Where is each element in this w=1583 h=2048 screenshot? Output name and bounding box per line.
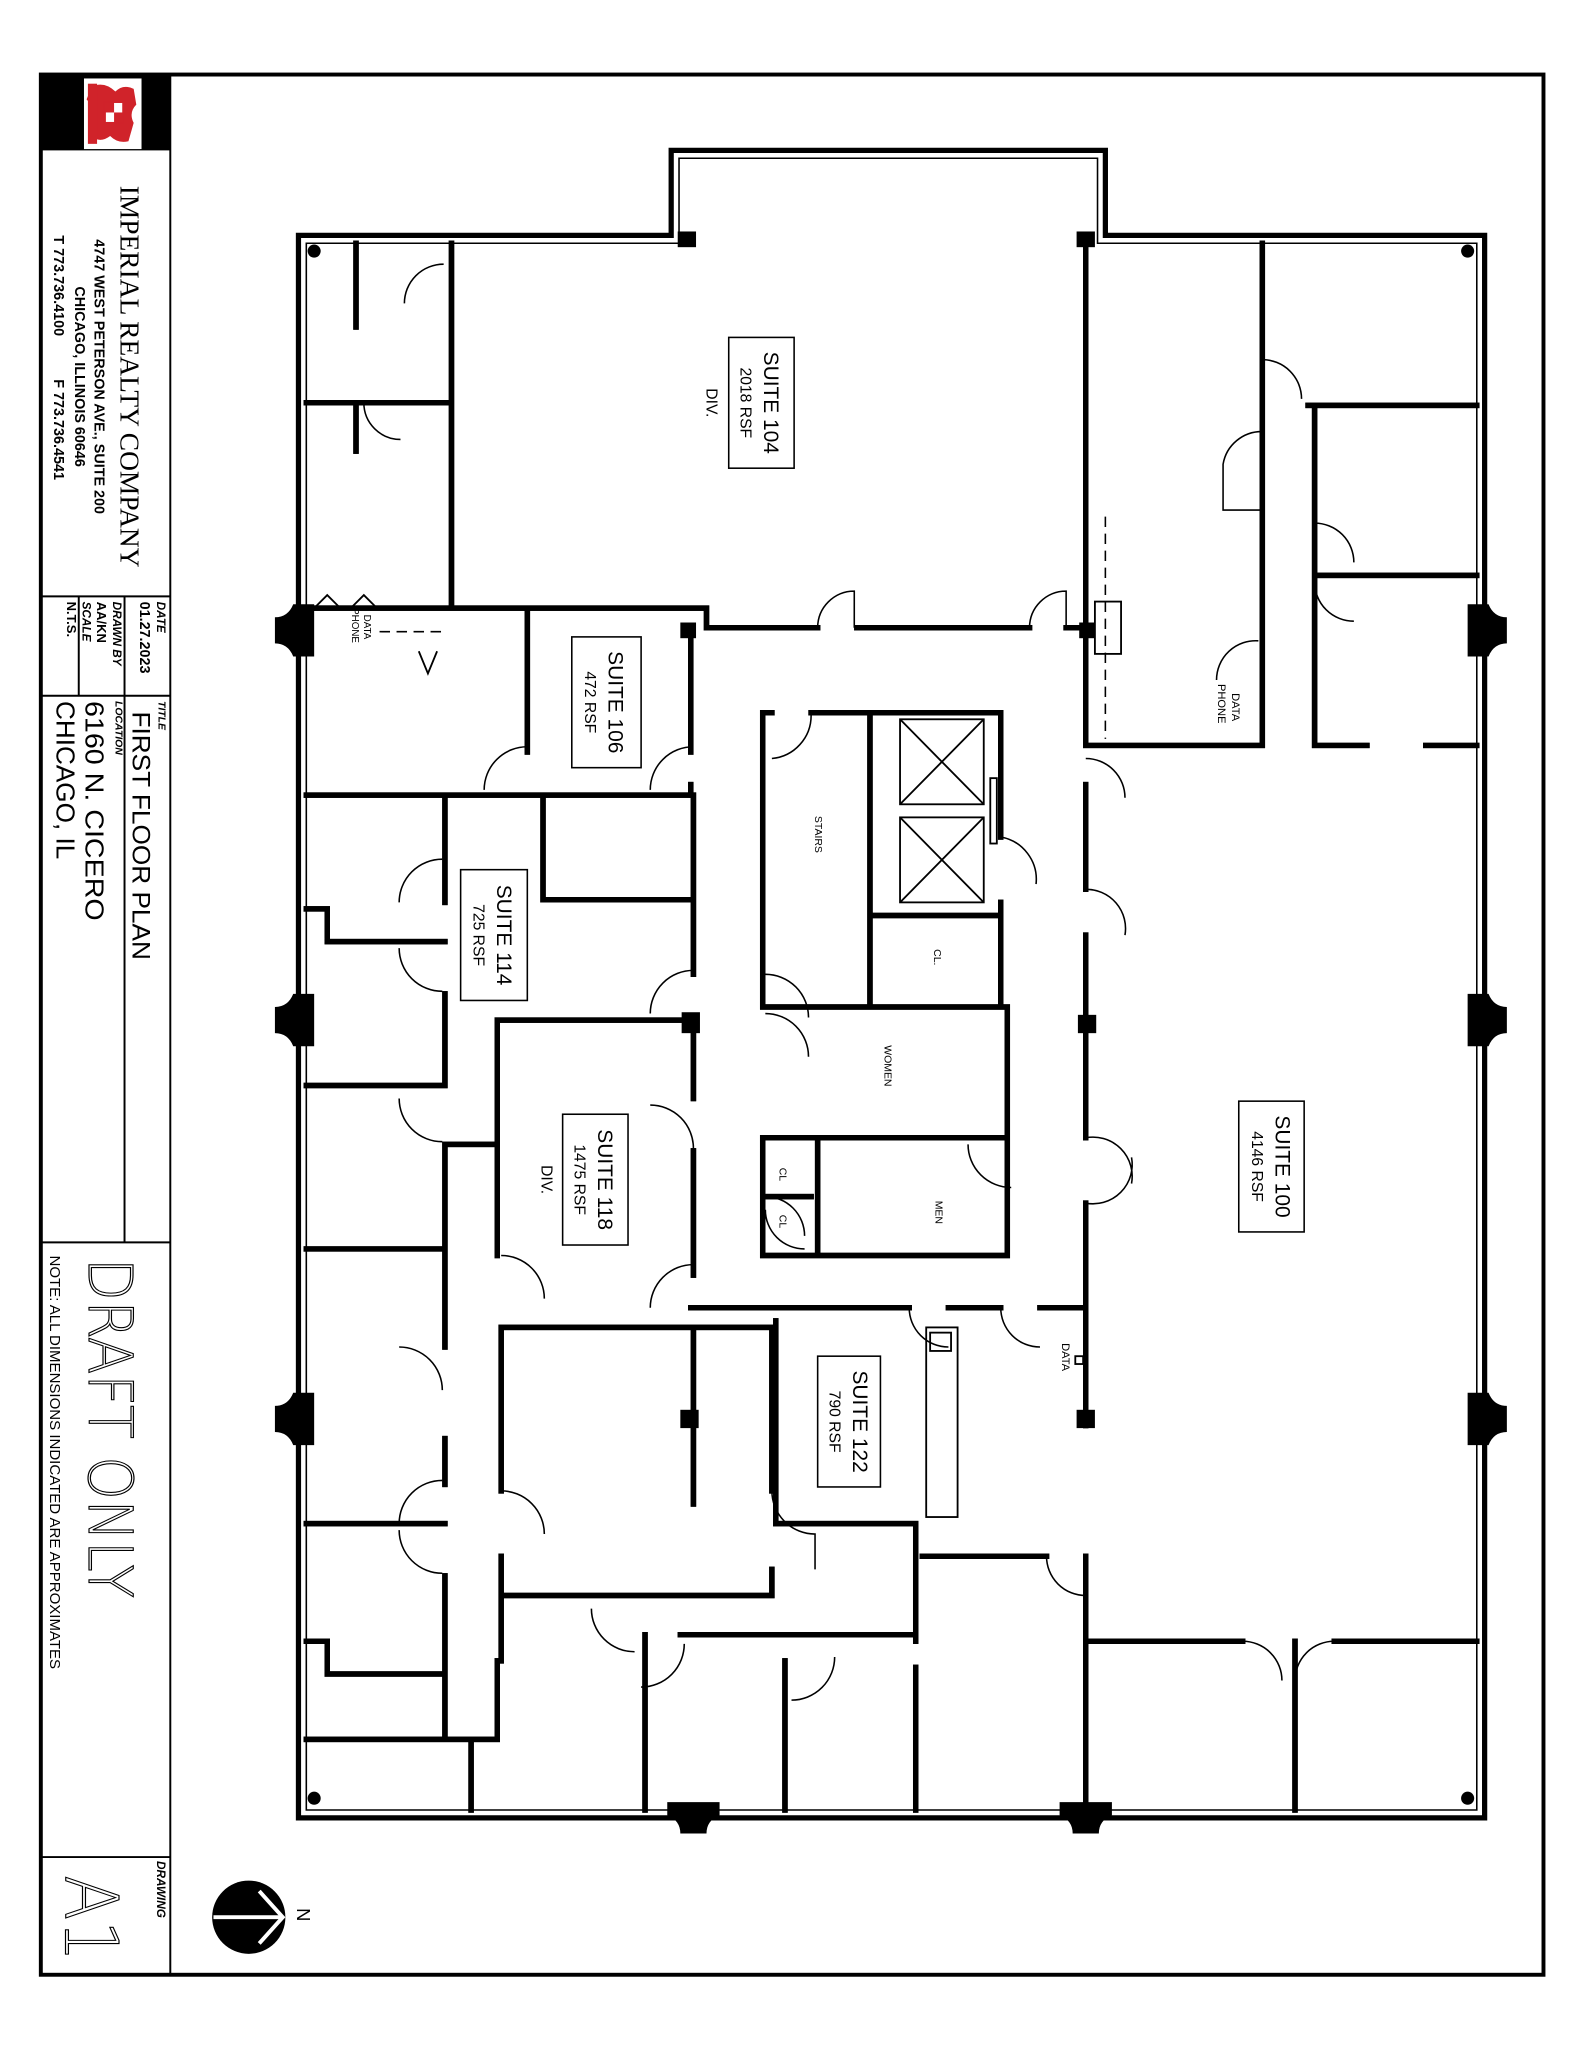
location-label: LOCATION: [112, 701, 123, 755]
building-shell: [274, 147, 1507, 1834]
company-address: 4747 WEST PETERSON AVE., SUITE 200: [90, 239, 106, 514]
data-label-corridor: DATA: [1059, 1343, 1071, 1372]
elevators: [899, 718, 998, 904]
company-phone: T 773.736.4100: [50, 235, 66, 336]
drawing-label: DRAWING: [154, 1861, 167, 1918]
svg-text:472 RSF: 472 RSF: [581, 671, 598, 733]
suite-label-100: SUITE 100 4146 RSF: [1237, 1100, 1305, 1233]
data-label-100: DATA: [1229, 693, 1241, 722]
room-men: MEN: [932, 1201, 943, 1224]
phone-label-100: PHONE: [1215, 684, 1227, 724]
title-block-grid: [40, 595, 171, 1859]
company-logo: [83, 78, 142, 150]
svg-text:SUITE 100: SUITE 100: [1270, 1115, 1293, 1217]
phone-label-104: PHONE: [349, 608, 360, 643]
north-label: N: [293, 1908, 314, 1921]
door-swings: [363, 263, 1355, 1701]
svg-text:SUITE 122: SUITE 122: [848, 1370, 871, 1472]
svg-text:1475 RSF: 1475 RSF: [570, 1144, 587, 1215]
dimensions-note: NOTE: ALL DIMENSIONS INDICATED ARE APPRO…: [46, 1255, 63, 1669]
svg-text:725 RSF: 725 RSF: [470, 904, 487, 966]
company-fax: F 773.736.4541: [50, 379, 66, 480]
room-cl-lower: CL: [777, 1215, 788, 1229]
suite-label-114: SUITE 114 725 RSF: [459, 868, 529, 1002]
location-line1: 6160 N. CICERO: [79, 701, 109, 921]
svg-text:DIV.: DIV.: [538, 1165, 555, 1194]
room-stairs: STAIRS: [812, 816, 823, 853]
draft-stamp: DRAFT ONLY: [74, 1258, 144, 1598]
suite-label-122: SUITE 122 790 RSF: [816, 1355, 882, 1488]
svg-text:SUITE 114: SUITE 114: [492, 885, 515, 986]
interior-walls: [306, 243, 1480, 1810]
svg-text:2018 RSF: 2018 RSF: [736, 367, 753, 438]
drawing-number: A1: [48, 1875, 133, 1961]
drawn-by-label: DRAWN BY: [110, 602, 123, 667]
suite-label-106: SUITE 106 472 RSF: [571, 636, 642, 769]
svg-text:DIV.: DIV.: [702, 388, 719, 417]
date-label: DATE: [154, 602, 167, 634]
date-value: 01.27.2023: [136, 602, 152, 674]
svg-text:SUITE 106: SUITE 106: [603, 651, 626, 753]
suite-label-118: SUITE 118 1475 RSF DIV.: [538, 1113, 629, 1246]
room-women: WOMEN: [881, 1045, 892, 1086]
data-label-104: DATA: [361, 615, 372, 640]
company-name: IMPERIAL REALTY COMPANY: [115, 186, 145, 568]
svg-text:SUITE 118: SUITE 118: [593, 1129, 616, 1230]
north-arrow-icon: [212, 1880, 286, 1954]
company-city: CHICAGO, ILLINOIS 60646: [71, 286, 87, 467]
svg-text:4146 RSF: 4146 RSF: [1248, 1131, 1265, 1202]
location-line2: CHICAGO, IL: [51, 701, 81, 859]
sheet-border: [38, 72, 1546, 1977]
room-cl-upper: CL: [777, 1168, 788, 1182]
scale-label: SCALE: [80, 602, 93, 643]
drawing-title: FIRST FLOOR PLAN: [126, 711, 153, 959]
title-label: TITLE: [156, 701, 167, 731]
drawn-by-value: AA/KN: [94, 602, 109, 643]
svg-text:SUITE 104: SUITE 104: [759, 352, 782, 455]
scale-value: N.T.S.: [64, 602, 79, 638]
misc-lines: [313, 516, 1122, 1518]
suite-label-104: SUITE 104 2018 RSF DIV.: [702, 336, 795, 469]
room-closet: CL.: [931, 949, 942, 965]
svg-text:790 RSF: 790 RSF: [825, 1391, 842, 1453]
